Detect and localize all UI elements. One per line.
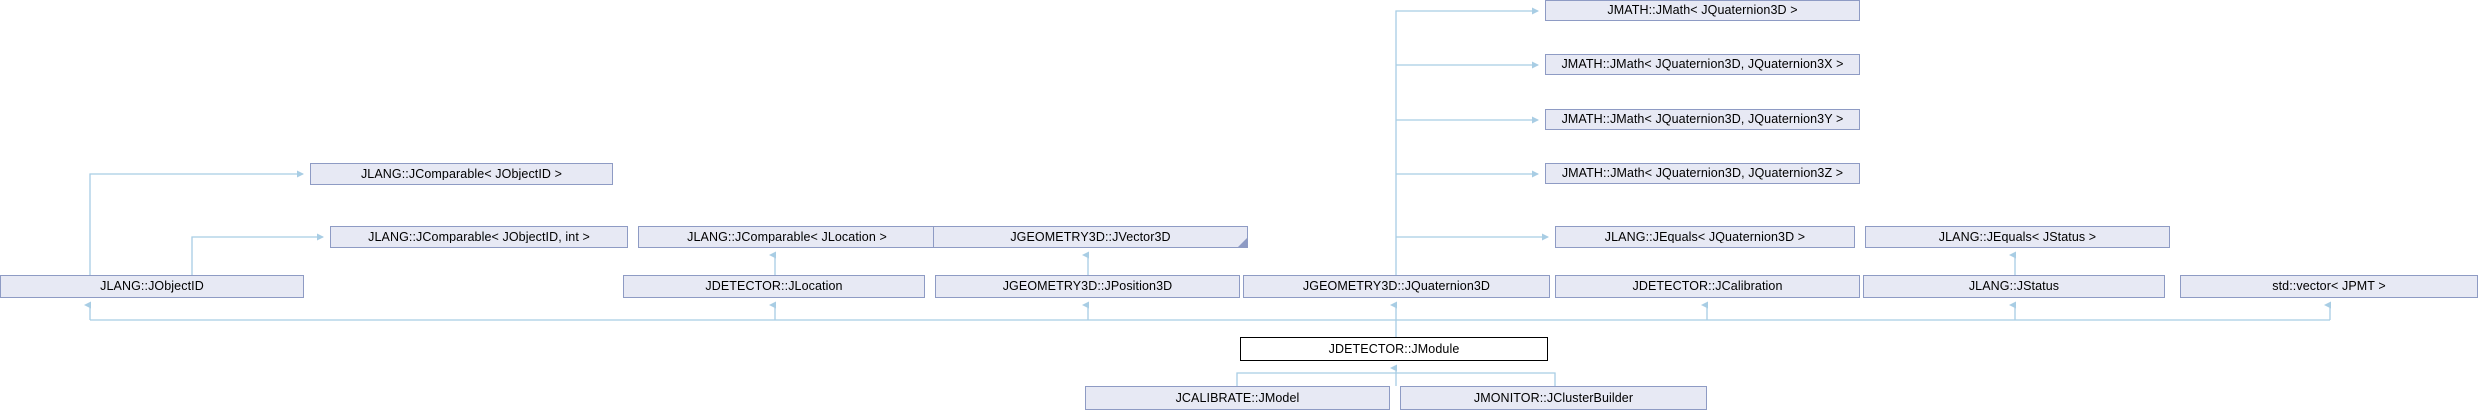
node-label: JDETECTOR::JModule [1328, 342, 1460, 356]
node-jposition3d[interactable]: JGEOMETRY3D::JPosition3D [935, 275, 1240, 298]
node-label: JLANG::JComparable< JObjectID > [360, 167, 563, 181]
node-label: JLANG::JEquals< JQuaternion3D > [1604, 230, 1806, 244]
node-label: JLANG::JComparable< JLocation > [687, 230, 887, 244]
node-label: JLANG::JObjectID [100, 280, 204, 293]
node-label: JCALIBRATE::JModel [1175, 391, 1300, 405]
node-label: JDETECTOR::JCalibration [1632, 280, 1783, 293]
node-label: JMATH::JMath< JQuaternion3D > [1607, 4, 1798, 17]
node-jclusterbuilder[interactable]: JMONITOR::JClusterBuilder [1400, 386, 1707, 410]
node-jobjectid[interactable]: JLANG::JObjectID [0, 275, 304, 298]
node-jcomparable-jlocation[interactable]: JLANG::JComparable< JLocation > [638, 226, 936, 248]
node-jquaternion3d[interactable]: JGEOMETRY3D::JQuaternion3D [1243, 275, 1550, 298]
node-jlocation[interactable]: JDETECTOR::JLocation [623, 275, 925, 298]
node-label: JMATH::JMath< JQuaternion3D, JQuaternion… [1561, 167, 1844, 180]
node-jmodel[interactable]: JCALIBRATE::JModel [1085, 386, 1390, 410]
node-jstatus[interactable]: JLANG::JStatus [1863, 275, 2165, 298]
edge-jobjectid-to-jcomparable-jobjectid-int [191, 233, 324, 275]
node-label: JDETECTOR::JLocation [705, 280, 843, 293]
node-jmath-quaternion3y[interactable]: JMATH::JMath< JQuaternion3D, JQuaternion… [1545, 109, 1860, 130]
node-label: JMATH::JMath< JQuaternion3D, JQuaternion… [1561, 113, 1844, 126]
node-label: JMATH::JMath< JQuaternion3D, JQuaternion… [1561, 58, 1844, 71]
node-jmodule-current[interactable]: JDETECTOR::JModule [1240, 337, 1548, 361]
node-jequals-jquaternion3d[interactable]: JLANG::JEquals< JQuaternion3D > [1555, 226, 1855, 248]
node-jcomparable-jobjectid-int[interactable]: JLANG::JComparable< JObjectID, int > [330, 226, 628, 248]
node-jequals-jstatus[interactable]: JLANG::JEquals< JStatus > [1865, 226, 2170, 248]
node-label: JMONITOR::JClusterBuilder [1473, 391, 1634, 405]
node-label: JGEOMETRY3D::JVector3D [1010, 230, 1171, 244]
node-label: JGEOMETRY3D::JQuaternion3D [1302, 280, 1491, 293]
edge-jquaternion3d-to-jmath-quaternion3d [1395, 7, 1539, 275]
node-jvector3d[interactable]: JGEOMETRY3D::JVector3D [933, 226, 1248, 248]
node-label: JLANG::JComparable< JObjectID, int > [368, 230, 590, 244]
node-jmath-quaternion3d[interactable]: JMATH::JMath< JQuaternion3D > [1545, 0, 1860, 21]
node-jcomparable-jobjectid[interactable]: JLANG::JComparable< JObjectID > [310, 163, 613, 185]
node-label: std::vector< JPMT > [2272, 280, 2386, 293]
node-jmath-quaternion3z[interactable]: JMATH::JMath< JQuaternion3D, JQuaternion… [1545, 163, 1860, 184]
node-label: JGEOMETRY3D::JPosition3D [1002, 280, 1173, 293]
node-label: JLANG::JEquals< JStatus > [1938, 230, 2097, 244]
node-vector-jpmt[interactable]: std::vector< JPMT > [2180, 275, 2478, 298]
edge-derived-bus [1236, 372, 1556, 386]
node-jcalibration[interactable]: JDETECTOR::JCalibration [1555, 275, 1860, 298]
node-jmath-quaternion3x[interactable]: JMATH::JMath< JQuaternion3D, JQuaternion… [1545, 54, 1860, 75]
node-label: JLANG::JStatus [1968, 280, 2060, 293]
edge-jobjectid-to-jcomparable-jobjectid [89, 170, 304, 275]
